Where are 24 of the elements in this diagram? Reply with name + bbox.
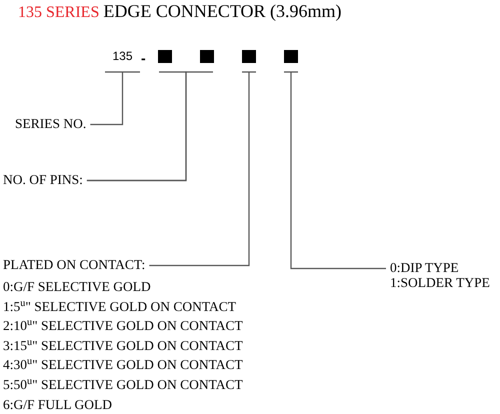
digit-square <box>200 50 214 63</box>
option-item: 2:10$^{u}$" SELECTIVE GOLD ON CONTACT <box>3 316 243 336</box>
digit-square <box>158 50 172 63</box>
digit-square <box>284 50 298 63</box>
option-label: 1:SOLDER TYPE <box>390 275 490 290</box>
title: EDGE CONNECTOR (3.96mm) <box>103 0 342 22</box>
option-item: 1:5$^{u}$" SELECTIVE GOLD ON CONTACT <box>3 296 237 316</box>
option-label: 0:DIP TYPE <box>390 260 460 275</box>
option-item: 0:G/F SELECTIVE GOLD <box>3 278 152 296</box>
option-item: 4:30$^{u}$" SELECTIVE GOLD ON CONTACT <box>3 355 243 374</box>
option-item: 5:50$^{u}$" SELECTIVE GOLD ON CONTACT <box>3 374 243 394</box>
digit-square <box>242 50 256 63</box>
leader-line <box>90 71 141 126</box>
leader-line <box>283 71 387 270</box>
option-item: 3:15$^{u}$" SELECTIVE GOLD ON CONTACT <box>3 336 243 355</box>
separator-dash: - <box>141 49 146 68</box>
option-label: PLATED ON CONTACT: <box>3 257 146 272</box>
part-number: 135 <box>112 48 133 64</box>
leader-line <box>148 71 257 266</box>
option-item: 6:G/F FULL GOLD <box>3 396 114 414</box>
option-label: NO. OF PINS: <box>3 172 83 187</box>
series-label: 135 SERIES <box>18 3 100 23</box>
leader-line <box>86 71 213 182</box>
option-label: SERIES NO. <box>15 116 86 131</box>
